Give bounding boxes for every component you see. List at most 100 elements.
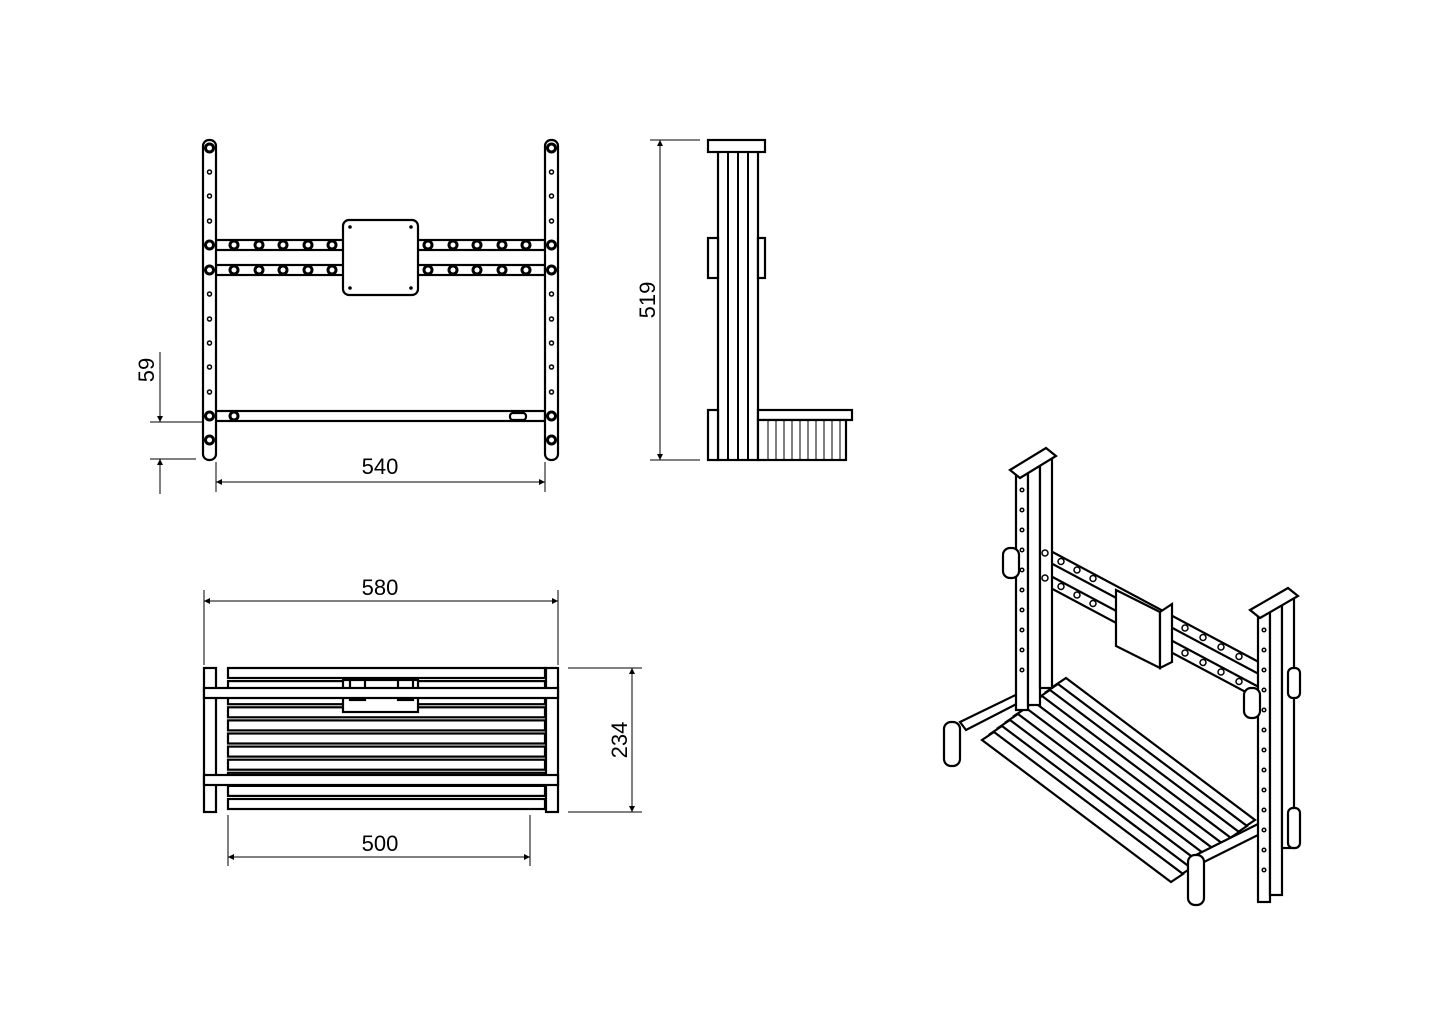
bolt-icon bbox=[1199, 633, 1207, 642]
bolt-icon bbox=[471, 239, 483, 251]
bolt-icon bbox=[228, 410, 240, 422]
bolt-icon bbox=[228, 264, 240, 276]
hole-icon bbox=[1019, 607, 1025, 613]
hole-icon bbox=[206, 193, 213, 199]
hole-icon bbox=[1261, 867, 1267, 873]
slat bbox=[226, 797, 547, 811]
dimension-500: 500 bbox=[227, 815, 531, 866]
bolt-icon bbox=[204, 142, 215, 154]
hole-icon bbox=[1261, 727, 1267, 733]
slat bbox=[226, 784, 547, 798]
slat bbox=[226, 719, 547, 732]
screw-icon bbox=[409, 225, 413, 229]
hole-icon bbox=[206, 364, 213, 370]
top-view bbox=[202, 666, 560, 814]
bolt-icon bbox=[204, 264, 215, 276]
bolt-icon bbox=[326, 239, 338, 251]
dimension-580: 580 bbox=[203, 575, 559, 665]
dimension-540: 540 bbox=[215, 454, 546, 492]
hole-icon bbox=[1261, 747, 1267, 753]
hole-icon bbox=[1019, 567, 1025, 573]
latch-icon bbox=[508, 411, 528, 422]
hole-icon bbox=[206, 291, 213, 297]
slat bbox=[226, 666, 547, 680]
bolt-icon bbox=[546, 142, 557, 154]
hole-icon bbox=[1019, 487, 1025, 493]
front-view bbox=[201, 138, 560, 462]
bolt-icon bbox=[253, 239, 265, 251]
hole-icon bbox=[1261, 807, 1267, 813]
dimension-label: 59 bbox=[134, 358, 159, 382]
bolt-icon bbox=[277, 264, 289, 276]
isometric-view bbox=[942, 446, 1302, 907]
bolt-icon bbox=[228, 239, 240, 251]
bolt-icon bbox=[1041, 574, 1049, 582]
hole-icon bbox=[548, 316, 555, 322]
bolt-icon bbox=[277, 239, 289, 251]
hole-icon bbox=[548, 193, 555, 199]
bolt-icon bbox=[520, 264, 532, 276]
hole-icon bbox=[1019, 667, 1025, 673]
bolt-icon bbox=[302, 264, 314, 276]
bolt-icon bbox=[546, 410, 557, 422]
bolt-icon bbox=[1073, 566, 1081, 574]
hole-icon bbox=[548, 218, 555, 224]
bolt-icon bbox=[520, 239, 532, 251]
hole-icon bbox=[206, 218, 213, 224]
hole-icon bbox=[548, 364, 555, 370]
bolt-icon bbox=[1089, 599, 1097, 608]
bolt-icon bbox=[447, 239, 459, 251]
hole-icon bbox=[1019, 547, 1025, 553]
hole-icon bbox=[548, 291, 555, 297]
bolt-icon bbox=[253, 264, 265, 276]
bolt-icon bbox=[204, 410, 215, 422]
hole-icon bbox=[1261, 767, 1267, 773]
slat bbox=[226, 758, 547, 771]
bolt-icon bbox=[546, 434, 557, 446]
bolt-icon bbox=[1217, 643, 1225, 651]
hole-icon bbox=[1019, 627, 1025, 633]
hole-icon bbox=[548, 389, 555, 395]
mounting-plate bbox=[1114, 588, 1162, 670]
slat bbox=[226, 732, 547, 745]
hole-icon bbox=[1261, 827, 1267, 833]
bolt-icon bbox=[1199, 658, 1207, 667]
hole-icon bbox=[1019, 527, 1025, 533]
bolt-icon bbox=[471, 264, 483, 276]
bolt-icon bbox=[1041, 549, 1049, 557]
bolt-icon bbox=[1217, 668, 1225, 676]
bolt-icon bbox=[1057, 582, 1065, 591]
hole-icon bbox=[548, 169, 555, 175]
side-view bbox=[706, 138, 854, 462]
bolt-icon bbox=[1235, 652, 1243, 661]
bolt-icon bbox=[1181, 624, 1189, 632]
hole-icon bbox=[548, 340, 555, 346]
screw-icon bbox=[348, 225, 352, 229]
bolt-icon bbox=[1181, 649, 1189, 657]
bolt-icon bbox=[1073, 591, 1081, 599]
slat bbox=[226, 745, 547, 758]
mounting-plate bbox=[341, 218, 420, 297]
hole-icon bbox=[1261, 707, 1267, 713]
hole-icon bbox=[1261, 687, 1267, 693]
bolt-icon bbox=[422, 264, 434, 276]
hole-icon bbox=[1261, 847, 1267, 853]
bolt-icon bbox=[302, 239, 314, 251]
bolt-icon bbox=[1057, 557, 1065, 566]
bolt-icon bbox=[496, 264, 508, 276]
bolt-icon bbox=[546, 239, 557, 251]
dimension-59: 59 bbox=[134, 352, 202, 494]
hole-icon bbox=[1261, 667, 1267, 673]
dimension-label: 519 bbox=[635, 282, 660, 319]
hole-icon bbox=[206, 316, 213, 322]
bolt-icon bbox=[204, 239, 215, 251]
dimension-label: 540 bbox=[362, 454, 399, 479]
bolt-icon bbox=[546, 264, 557, 276]
bolt-icon bbox=[496, 239, 508, 251]
hole-icon bbox=[1261, 627, 1267, 633]
bolt-icon bbox=[1235, 677, 1243, 686]
bolt-icon bbox=[326, 264, 338, 276]
hole-icon bbox=[206, 389, 213, 395]
bolt-icon bbox=[1089, 574, 1097, 583]
